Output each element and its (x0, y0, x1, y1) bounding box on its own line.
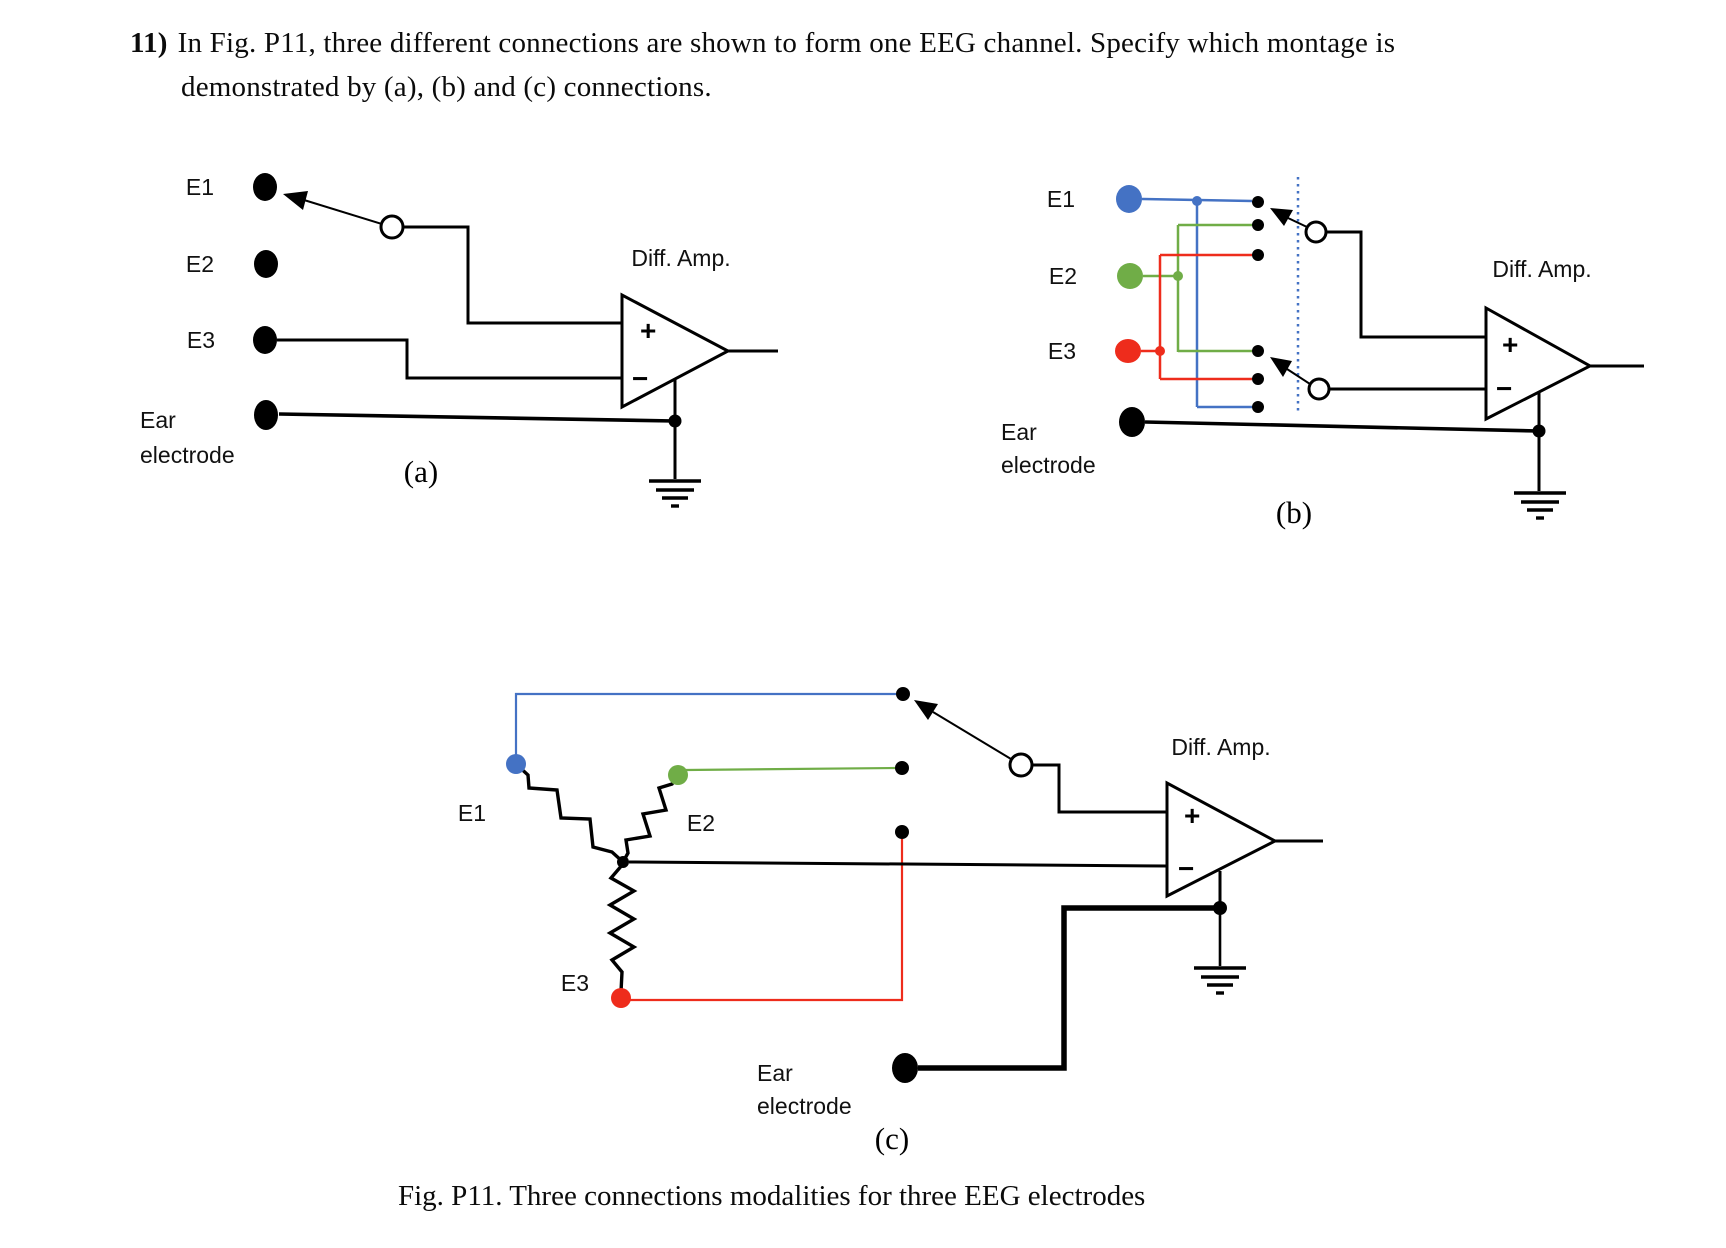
question-text-1: In Fig. P11, three different connections… (177, 27, 1396, 59)
diagram-c-center-junction-dot (617, 856, 629, 868)
diagram-a-opamp (620, 292, 732, 410)
diagram-b-e1-label: E1 (1047, 186, 1075, 212)
diagram-b-ear-electrode-dot (1119, 407, 1145, 437)
question-line-1: 11) In Fig. P11, three different connecti… (130, 27, 1395, 60)
diagram-c-e1-label: E1 (458, 800, 486, 826)
diagram-a-e1-electrode-dot (253, 173, 277, 201)
diagram-b-contact-bottom-e2 (1252, 345, 1264, 357)
diagram-c-e3-electrode-dot (611, 988, 631, 1008)
diagram-c-caption: (c) (875, 1121, 909, 1156)
diagram-a-switch-arm (303, 199, 383, 225)
diagram-a-minus-sign: − (632, 363, 648, 394)
diagram-b-e3-electrode-dot (1115, 339, 1141, 363)
diagram-a-switch-pole (379, 214, 405, 240)
diagram-c-ear-wire (918, 905, 1216, 1071)
diagram-c-minus-input-wire (628, 860, 1168, 868)
diagram-b-junction-dot (1532, 424, 1546, 438)
question-number: 11) (130, 27, 168, 59)
diagram-c-ground-icon (1194, 966, 1246, 995)
diagram-b-switch-top-pole (1304, 220, 1328, 244)
diagram-a-e2-electrode-dot (254, 250, 278, 278)
diagram-b-e1-electrode-dot (1116, 185, 1142, 213)
diagram-c-plus-input-wire (1032, 763, 1167, 814)
diagram-a-caption: (a) (404, 454, 438, 489)
diagram-c-resistor-e2 (621, 774, 680, 863)
diagram-c-e2-label: E2 (687, 810, 715, 836)
diagram-a-e1-label: E1 (186, 174, 214, 200)
diagram-b-ear-label: Ear (1001, 419, 1037, 445)
diagram-a-ear-label-2: electrode (140, 442, 235, 468)
diagram-c-ear-electrode-dot (892, 1053, 918, 1083)
diagram-b-opamp (1484, 305, 1594, 422)
diagram-b-e2-electrode-dot (1117, 263, 1143, 289)
diagram-b-switch-top-arm (1287, 217, 1308, 228)
diagram-b-switch-bottom-arrowhead-icon (1270, 357, 1292, 377)
diagram-c-e2-wire (685, 766, 896, 772)
diagram-b-e1-junction-dot (1192, 196, 1202, 206)
diagram-b-switch-top-arrowhead-icon (1270, 208, 1293, 226)
diagram-b-caption: (b) (1276, 495, 1312, 530)
diagram-a-plus-sign: + (640, 315, 656, 346)
diagram-b-contact-top-e1 (1252, 196, 1264, 208)
diagram-c-resistor-e1 (514, 762, 625, 864)
diagram-b-e2-junction-dot (1173, 271, 1183, 281)
diagram-c-contact-e1 (896, 687, 910, 701)
diagram-a-ear-label: Ear (140, 407, 176, 433)
diagram-c-switch-arrowhead-icon (914, 700, 938, 720)
diagram-b-e2-label: E2 (1049, 263, 1077, 289)
diagram-a-switch-arrowhead-icon (283, 191, 308, 210)
diagram-b-plus-input-wire (1326, 230, 1486, 339)
diagram-c-contact-e2 (895, 761, 909, 775)
diagram-b-amp-label: Diff. Amp. (1492, 256, 1591, 282)
diagram-b: E1 E2 E3 Ear electrode (1001, 177, 1644, 530)
diagram-b-e3-label: E3 (1048, 338, 1076, 364)
diagram-c-opamp (1165, 780, 1279, 899)
diagram-a-plus-input-wire (403, 225, 622, 325)
diagram-a-e3-electrode-dot (253, 326, 277, 354)
diagram-c-e2-electrode-dot (668, 765, 688, 785)
diagram-b-e3-junction-dot (1155, 346, 1165, 356)
diagram-c-e3-label: E3 (561, 970, 589, 996)
question-text-2: demonstrated by (a), (b) and (c) connect… (181, 71, 712, 103)
diagram-a-amp-label: Diff. Amp. (631, 245, 730, 271)
diagram-a: E1 E2 E3 Ear electrode + − Diff. Am (140, 173, 778, 508)
diagram-a-ground-icon (649, 479, 701, 508)
diagram-c: E1 E2 E3 Ear electrode (458, 687, 1323, 1156)
diagram-c-resistor-e3 (606, 862, 638, 993)
diagram-c-switch-pole (1008, 752, 1034, 778)
diagram-b-contact-top-e2 (1252, 219, 1264, 231)
diagram-c-plus-sign: + (1184, 800, 1200, 831)
diagram-b-contact-top-e3 (1252, 249, 1264, 261)
diagram-a-ear-wire (278, 412, 676, 423)
diagram-a-junction-dot (668, 414, 682, 428)
question-line-2: demonstrated by (a), (b) and (c) connect… (181, 71, 712, 104)
diagram-c-e1-electrode-dot (506, 754, 526, 774)
diagram-b-ear-label-2: electrode (1001, 452, 1096, 478)
diagram-b-ear-wire (1144, 420, 1540, 433)
diagram-c-ear-label-2: electrode (757, 1093, 852, 1119)
diagram-a-ear-electrode-dot (254, 400, 278, 430)
diagram-c-e1-wire (514, 692, 896, 756)
diagram-a-e3-label: E3 (187, 327, 215, 353)
diagram-b-contact-bottom-e1 (1252, 401, 1264, 413)
diagram-b-switch-bottom-pole (1307, 377, 1331, 401)
diagram-c-minus-sign: − (1178, 853, 1194, 884)
diagram-b-contact-bottom-e3 (1252, 373, 1264, 385)
diagram-c-contact-e3 (895, 825, 909, 839)
diagram-c-switch-arm (932, 711, 1012, 760)
figure-caption: Fig. P11. Three connections modalities f… (398, 1180, 1146, 1212)
diagram-b-switch-bottom-arm (1286, 368, 1311, 385)
diagram-c-e3-wire (630, 839, 904, 1002)
diagram-a-e3-wire (277, 338, 622, 380)
diagram-a-e2-label: E2 (186, 251, 214, 277)
diagram-c-amp-label: Diff. Amp. (1171, 734, 1270, 760)
diagram-b-minus-sign: − (1496, 373, 1512, 404)
diagram-b-ground-icon (1514, 491, 1566, 520)
diagram-c-ear-label: Ear (757, 1060, 793, 1086)
diagram-b-plus-sign: + (1502, 329, 1518, 360)
